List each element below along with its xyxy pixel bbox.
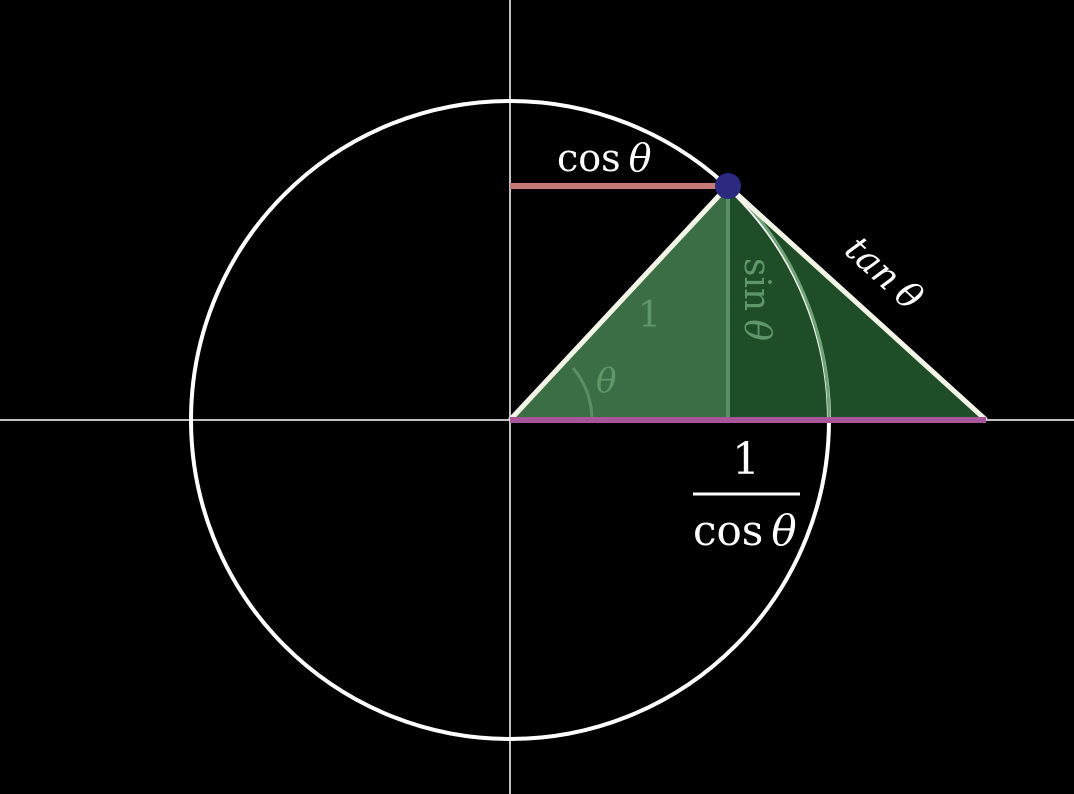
radius-label: 1 (638, 295, 661, 336)
tangent-segment (726, 184, 988, 422)
secant-numerator: 1 (732, 434, 760, 485)
sin-label: sinθ (736, 258, 777, 341)
radius-arc (738, 195, 831, 421)
radius-segment (508, 184, 730, 422)
angle-label: θ (596, 361, 616, 401)
angle-arc (571, 367, 594, 421)
circle-point (715, 173, 741, 199)
